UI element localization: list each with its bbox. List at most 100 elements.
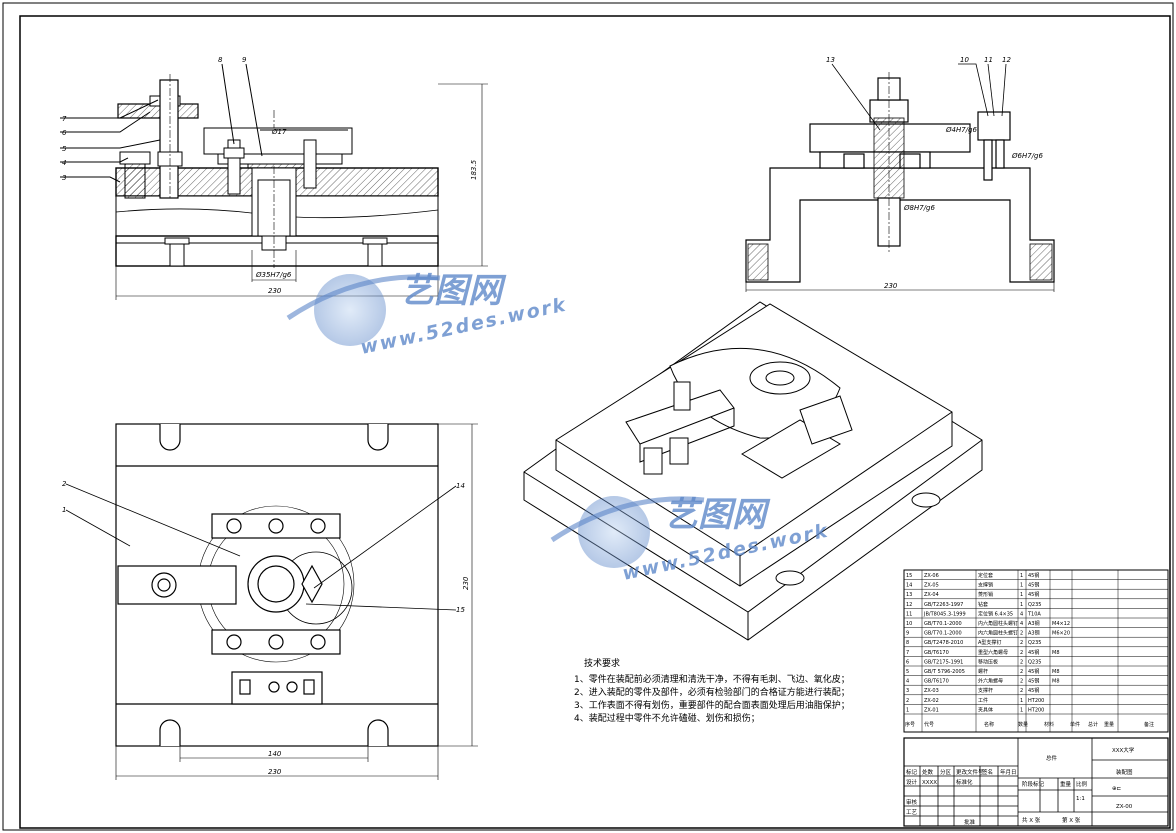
tb-school: XXX大学 <box>1112 746 1135 754</box>
tb-stage: 阶段标记 <box>1022 780 1045 788</box>
bom-cell: GB/T70.1-2000 <box>924 631 962 637</box>
bom-cell: 1 <box>1020 698 1023 704</box>
title-block-text: 标记 处数 分区 更改文件号 签名 年月日 设计 XXXX 标准化 审核 工艺 … <box>906 746 1135 826</box>
dim-inner: 140 <box>268 750 282 758</box>
dim-side-width: 230 <box>884 282 898 290</box>
bom-cell: ZX-06 <box>924 573 939 579</box>
front-view-labels: 7 6 5 4 3 8 9 183.5 230 Ø35H7/g6 Ø17 <box>62 56 478 295</box>
tb-process: 工艺 <box>906 809 918 816</box>
bom-cell: ZX-04 <box>924 592 939 598</box>
tb-design: 设计 <box>906 778 918 786</box>
tb-name: 装配图 <box>1116 768 1133 776</box>
bom-cell: GB/T 5796-2005 <box>924 669 965 675</box>
tb-standard: 标准化 <box>956 778 973 786</box>
callout-12: 12 <box>1002 56 1011 64</box>
dim-fit-b: Ø6H7/g6 <box>1011 152 1043 160</box>
bom-cell: 45钢 <box>1028 678 1039 685</box>
callout-10: 10 <box>960 56 969 64</box>
bom-cell: HT200 <box>1028 707 1044 713</box>
callout-1: 1 <box>62 506 66 514</box>
bom-cell: 9 <box>906 631 909 637</box>
bom-cell: 重型六角螺母 <box>978 649 1008 656</box>
bom-cell: 11 <box>906 611 912 617</box>
bom-cell: A3钢 <box>1028 630 1040 637</box>
bom-header-cell: 备注 <box>1144 721 1154 728</box>
bom-cell: M8 <box>1052 679 1060 685</box>
inner-frame <box>19 15 1171 829</box>
tb-sheet-no: 第 X 张 <box>1062 816 1081 824</box>
bom-cell: 15 <box>906 573 912 579</box>
bom-cell: 14 <box>906 583 912 589</box>
tech-req-line-3: 3、工作表面不得有划伤，重要部件的配合面表面处理后用油脂保护； <box>574 699 850 711</box>
bom-cell: Q235 <box>1028 640 1041 646</box>
bom-cell: 6 <box>906 659 909 665</box>
tb-review: 审核 <box>906 798 918 806</box>
bom-cell: 2 <box>1020 679 1023 685</box>
bom-cell: 2 <box>1020 650 1023 656</box>
callout-5: 5 <box>62 145 67 153</box>
bom-cell: M8 <box>1052 650 1060 656</box>
bom-cell: HT200 <box>1028 698 1044 704</box>
watermark-brand: 艺图网 <box>400 271 507 311</box>
bom-cell: 45钢 <box>1028 582 1039 589</box>
bom-cell: ZX-03 <box>924 688 939 694</box>
top-view <box>65 423 478 780</box>
bom-cell: ZX-01 <box>924 707 939 713</box>
dim-front-width: 230 <box>268 287 282 295</box>
side-view-labels: 13 10 11 12 230 Ø4H7/g6 Ø6H7/g6 Ø8H7/g6 <box>826 56 1043 290</box>
bom-cell: 4 <box>1020 621 1023 627</box>
tech-req-line-1: 1、零件在装配前必须清理和清洗干净，不得有毛刺、飞边、氧化皮； <box>574 673 850 685</box>
bom-cell: 外六角螺母 <box>978 678 1003 685</box>
dim-top-width: 230 <box>268 768 282 776</box>
bom-cell: 2 <box>906 698 909 704</box>
bom-cell: 1 <box>1020 583 1023 589</box>
tb-zone: 分区 <box>940 768 952 776</box>
bom-cell: GB/T6170 <box>924 679 949 685</box>
dim-fit-a: Ø4H7/g6 <box>945 126 977 134</box>
bom-cell: 13 <box>906 592 912 598</box>
bom-cell: 菱形销 <box>978 591 993 598</box>
callout-7: 7 <box>62 115 67 123</box>
callout-8: 8 <box>218 56 223 64</box>
bom-cell: GB/T6170 <box>924 650 949 656</box>
bom-header-cell: 单件 <box>1070 721 1080 728</box>
tb-scale: 1:1 <box>1076 796 1085 802</box>
dim-fit-small: Ø17 <box>271 128 287 136</box>
bom-cell: Q235 <box>1028 659 1041 665</box>
bom-cell: 45钢 <box>1028 572 1039 579</box>
bom-cell: 45钢 <box>1028 687 1039 694</box>
bom-cell: 支撑杆 <box>978 687 993 694</box>
bom-cell: 1 <box>1020 602 1023 608</box>
bom-cell: 内六角圆柱头螺钉 <box>978 620 1018 627</box>
callout-2: 2 <box>62 480 67 488</box>
bom-cell: 定位套 <box>978 572 993 579</box>
tb-scale-label: 比例 <box>1076 780 1088 788</box>
bom-cell: 螺杆 <box>978 668 988 675</box>
bom-cell: ZX-05 <box>924 583 939 589</box>
watermark-brand-2: 艺图网 <box>664 495 771 535</box>
bom-cell: 4 <box>906 679 909 685</box>
callout-3: 3 <box>62 174 66 182</box>
tb-group: 总件 <box>1046 754 1058 762</box>
bom-cell: 5 <box>906 669 909 675</box>
watermark-1: 艺图网 www.52des.work <box>286 271 569 359</box>
bom-cell: 8 <box>906 640 909 646</box>
bom-cell: 10 <box>906 621 912 627</box>
side-view <box>745 63 1055 292</box>
top-view-labels: 2 1 14 15 140 230 230 <box>62 480 470 776</box>
tb-sheet-total: 共 X 张 <box>1022 816 1041 824</box>
bom-cell: 4 <box>1020 611 1023 617</box>
dim-height: 183.5 <box>470 159 478 180</box>
bom-cell: 12 <box>906 602 912 608</box>
bom-cell: GB/T70.1-2000 <box>924 621 962 627</box>
tech-req-title: 技术要求 <box>584 657 620 669</box>
tb-date: 年月日 <box>1000 768 1017 776</box>
